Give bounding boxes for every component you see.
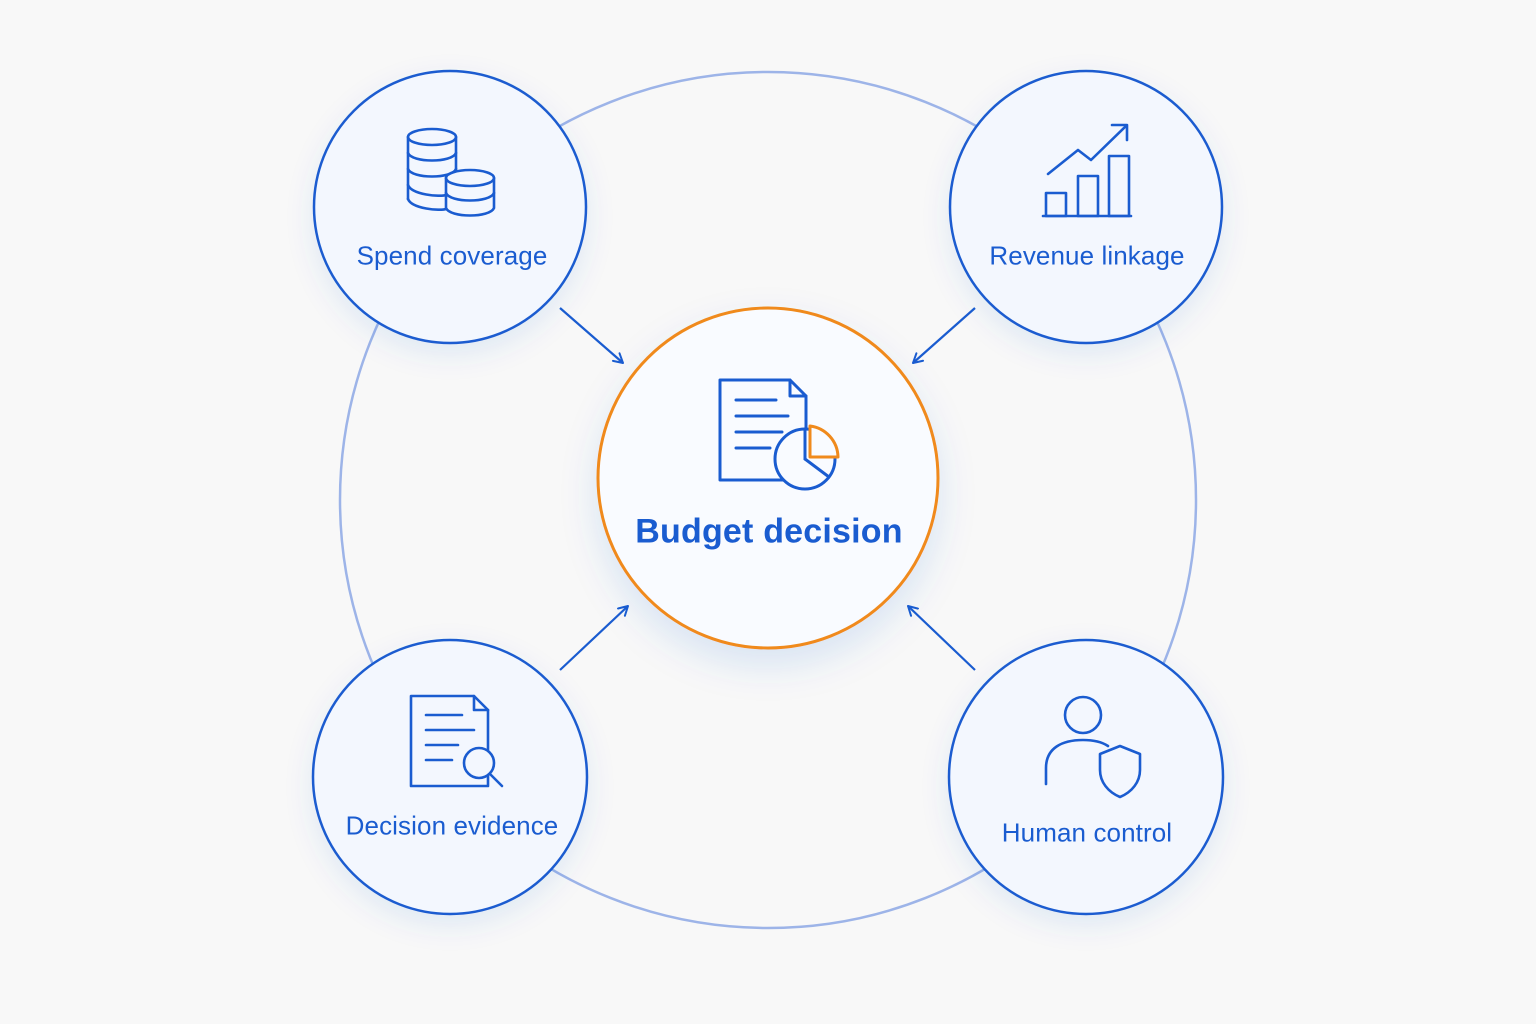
coins-stack-icon bbox=[406, 127, 496, 217]
arrow-human-to-center bbox=[907, 605, 976, 671]
node-label-revenue-linkage: Revenue linkage bbox=[989, 240, 1185, 271]
arrow-spend-to-center bbox=[559, 307, 624, 364]
document-search-icon bbox=[409, 694, 504, 788]
growth-bar-chart-icon bbox=[1041, 123, 1133, 218]
center-node-circle bbox=[596, 306, 940, 650]
node-label-spend-coverage: Spend coverage bbox=[356, 240, 548, 271]
arrow-revenue-to-center bbox=[912, 307, 976, 364]
center-label-budget-decision: Budget decision bbox=[635, 512, 903, 551]
arrow-evidence-to-center bbox=[559, 605, 629, 671]
node-spend-circle bbox=[312, 69, 588, 345]
connector-arrows bbox=[559, 307, 976, 671]
node-label-human-control: Human control bbox=[1001, 817, 1173, 848]
person-shield-icon bbox=[1044, 695, 1142, 799]
node-label-decision-evidence: Decision evidence bbox=[345, 810, 559, 841]
orbit-ring bbox=[338, 70, 1198, 930]
document-pie-chart-icon bbox=[718, 378, 840, 491]
node-revenue-circle bbox=[948, 69, 1224, 345]
node-evidence-circle bbox=[311, 638, 589, 916]
node-human-circle bbox=[947, 638, 1225, 916]
